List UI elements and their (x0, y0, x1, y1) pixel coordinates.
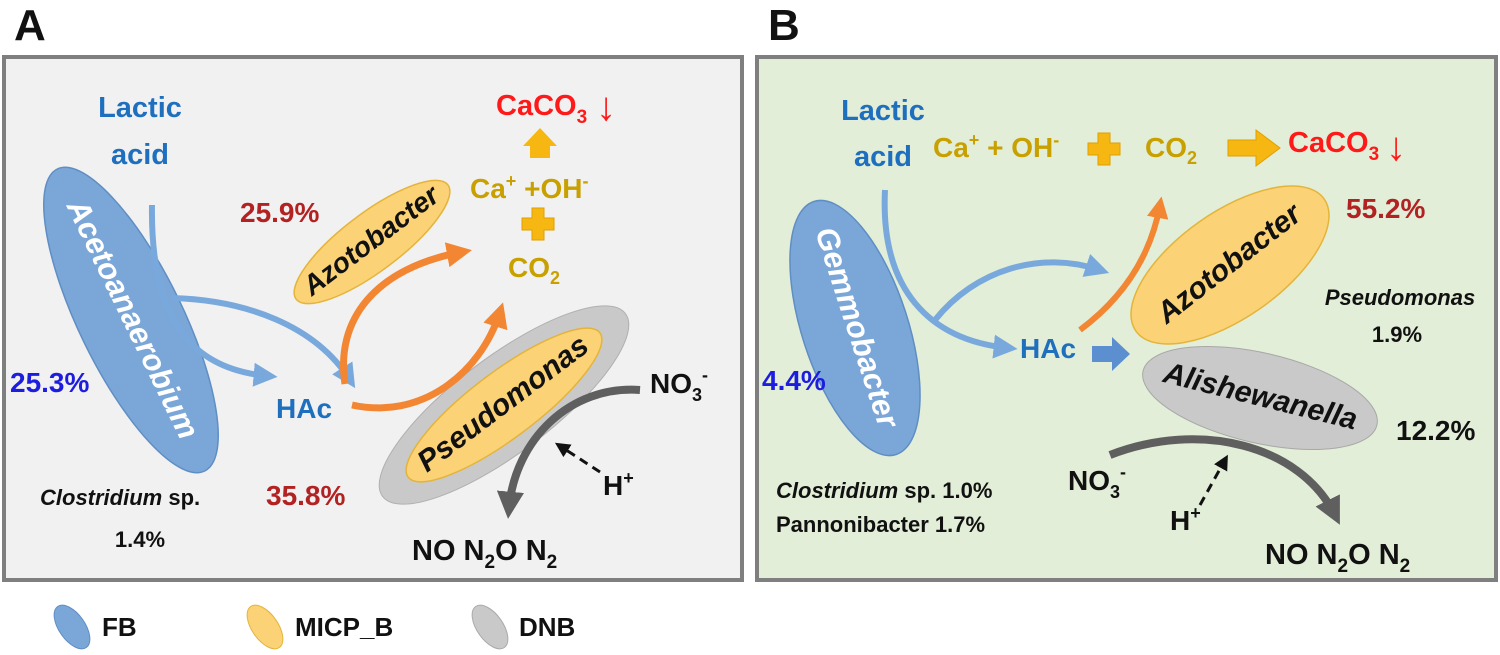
panel-b-azotobacter-ellipse (1130, 185, 1330, 345)
panel-a-plus-icon (521, 207, 555, 241)
panel-b-label: B (768, 1, 800, 50)
panel-a-pseudomonas-ellipse (405, 327, 603, 483)
panel-a-precipitate-arrow: ↓ (596, 85, 616, 129)
panel-a-fb-pct: 25.3% (10, 367, 89, 398)
panel-a-azotobacter-pct: 25.9% (240, 197, 319, 228)
panel-b-fb-ellipse (789, 199, 921, 457)
panel-b-lactic-label: Lactic (841, 95, 925, 127)
panel-b-acid-label: acid (854, 141, 912, 173)
panel-a-fb-to-hac-arrow (171, 295, 356, 389)
panel-a-hac-to-ca-arrow (340, 242, 472, 385)
panel-b-pseudomonas-name: Pseudomonas (1325, 285, 1475, 310)
panel-a-label: A (14, 1, 46, 50)
panel-a-lactic-label: Lactic (98, 92, 182, 124)
panel-a-no3: NO3- (650, 365, 708, 405)
panel-a-azotobacter-ellipse (293, 179, 451, 305)
panel-b-h: H+ (1170, 503, 1201, 536)
panel-b-denitrification-arrow (1108, 435, 1340, 525)
panel-b-products: NO N2O N2 (1265, 539, 1410, 577)
panel-a-caco3: CaCO3 (496, 90, 587, 128)
panel-a-lactic-to-hac-arrow (148, 204, 278, 387)
panel-b-ca-oh: Ca+ + OH- (933, 130, 1059, 163)
panel-b-right-arrow (1227, 129, 1281, 167)
panel-b-co2: CO2 (1145, 132, 1197, 168)
legend: FB MICP_B DNB (53, 604, 575, 650)
legend-dnb-label: DNB (519, 612, 575, 642)
panel-b-pseudomonas-pct: 1.9% (1372, 322, 1422, 347)
panel-a-co2: CO2 (508, 252, 560, 288)
panel-a-clostridium-pct: 1.4% (115, 527, 165, 552)
panel-a-acid-label: acid (111, 139, 169, 171)
panel-b-precipitate-arrow: ↓ (1386, 125, 1406, 169)
panel-b-hac: HAc (1020, 333, 1076, 364)
panel-a-denitrification-arrow (496, 385, 641, 519)
panel-b-hac-to-alishewanella-arrow (1092, 337, 1130, 371)
panel-b-pannonibacter: Pannonibacter 1.7% (776, 512, 985, 537)
panel-b-fb-pct: 4.4% (762, 365, 826, 396)
panel-a-clostridium: Clostridium sp. (40, 485, 200, 510)
panel-b-caco3: CaCO3 (1288, 127, 1379, 165)
panel-b-h-arrow (1198, 454, 1228, 506)
legend-micp-label: MICP_B (295, 612, 393, 642)
panel-b-plus-icon (1087, 132, 1121, 166)
panel-b-alishewanella-pct: 12.2% (1396, 415, 1475, 446)
panel-a-hac-to-co2-arrow (351, 302, 508, 412)
panel-a-h-arrow (554, 442, 601, 474)
panel-b-clostridium: Clostridium sp. 1.0% (776, 478, 992, 503)
legend-micp-swatch (246, 604, 284, 650)
panel-b-hac-to-co2-arrow (1078, 196, 1169, 333)
legend-fb-swatch (53, 604, 91, 650)
panel-b-fb-to-azotobacter-arrow (932, 254, 1110, 322)
panel-b-no3: NO3- (1068, 462, 1126, 502)
panel-a-hac: HAc (276, 393, 332, 424)
panel-a-products: NO N2O N2 (412, 535, 557, 573)
legend-fb-label: FB (102, 612, 137, 642)
panel-b-alishewanella-ellipse (1142, 346, 1378, 450)
panel-a-pseudomonas-pct: 35.8% (266, 480, 345, 511)
panel-a-ca-oh: Ca+ +OH- (470, 171, 588, 204)
legend-dnb-swatch (471, 604, 509, 650)
panel-b-lactic-to-hac-arrow (881, 189, 1018, 359)
panel-a-up-arrow (523, 128, 557, 158)
panel-a-h: H+ (603, 468, 634, 501)
panel-b-azotobacter-pct: 55.2% (1346, 193, 1425, 224)
